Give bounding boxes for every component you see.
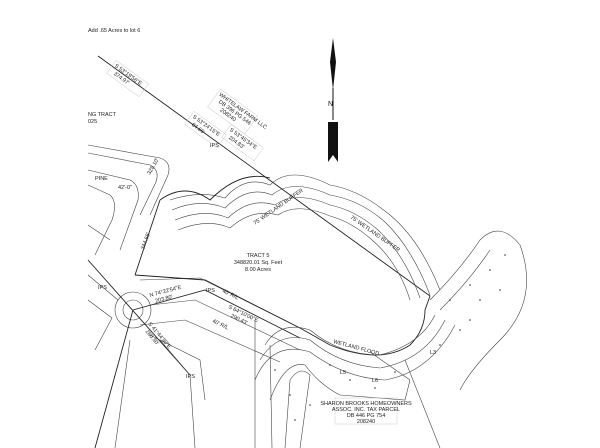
owner-description: ASSOC. INC. TAX PARCEL xyxy=(332,407,400,413)
distance-label: 328.10' xyxy=(147,158,161,176)
adjoining-tract-number: 025 xyxy=(88,119,97,125)
line-label-l6: L6 xyxy=(372,378,378,384)
tract-name: TRACT 5 xyxy=(247,253,270,259)
tract-area-acres: 8.00 Acres xyxy=(245,267,271,273)
line-label-l3: L3 xyxy=(430,350,436,356)
owner-deed: DB 446 PG 754 xyxy=(347,413,386,419)
plat-title: Add .65 Acres to lot 6 xyxy=(88,28,140,34)
distance-label: 344.68' xyxy=(140,232,152,251)
buffer-label: 75' WETLAND BUFFER xyxy=(253,188,305,227)
wetland-contours xyxy=(134,174,527,448)
pine-label: PINE xyxy=(95,176,108,182)
owner-name: SHARON BROOKS HOMEOWNERS xyxy=(320,401,412,407)
owner-parcel: 208240 xyxy=(357,419,375,425)
row-label: 40' R/L xyxy=(211,318,229,331)
adjoining-tract-name: NG TRACT xyxy=(88,112,117,118)
ips-marker: IPS xyxy=(186,374,195,380)
line-label-l5: L5 xyxy=(340,370,346,376)
ips-marker: IPS xyxy=(210,143,219,149)
tract-area-sqft: 348820.01 Sq. Feet xyxy=(234,260,283,266)
road-width-label: 42'-0" xyxy=(118,185,132,191)
buffer-label: 75' WETLAND BUFFER xyxy=(349,215,401,254)
distance-label: 203.80' xyxy=(155,294,174,304)
north-letter: N xyxy=(328,101,333,108)
property-line-north xyxy=(97,55,431,297)
ips-marker: IPS xyxy=(206,288,215,294)
north-arrow-icon xyxy=(328,38,338,162)
wetland-dots xyxy=(274,254,506,421)
ips-marker: IPS xyxy=(98,285,107,291)
